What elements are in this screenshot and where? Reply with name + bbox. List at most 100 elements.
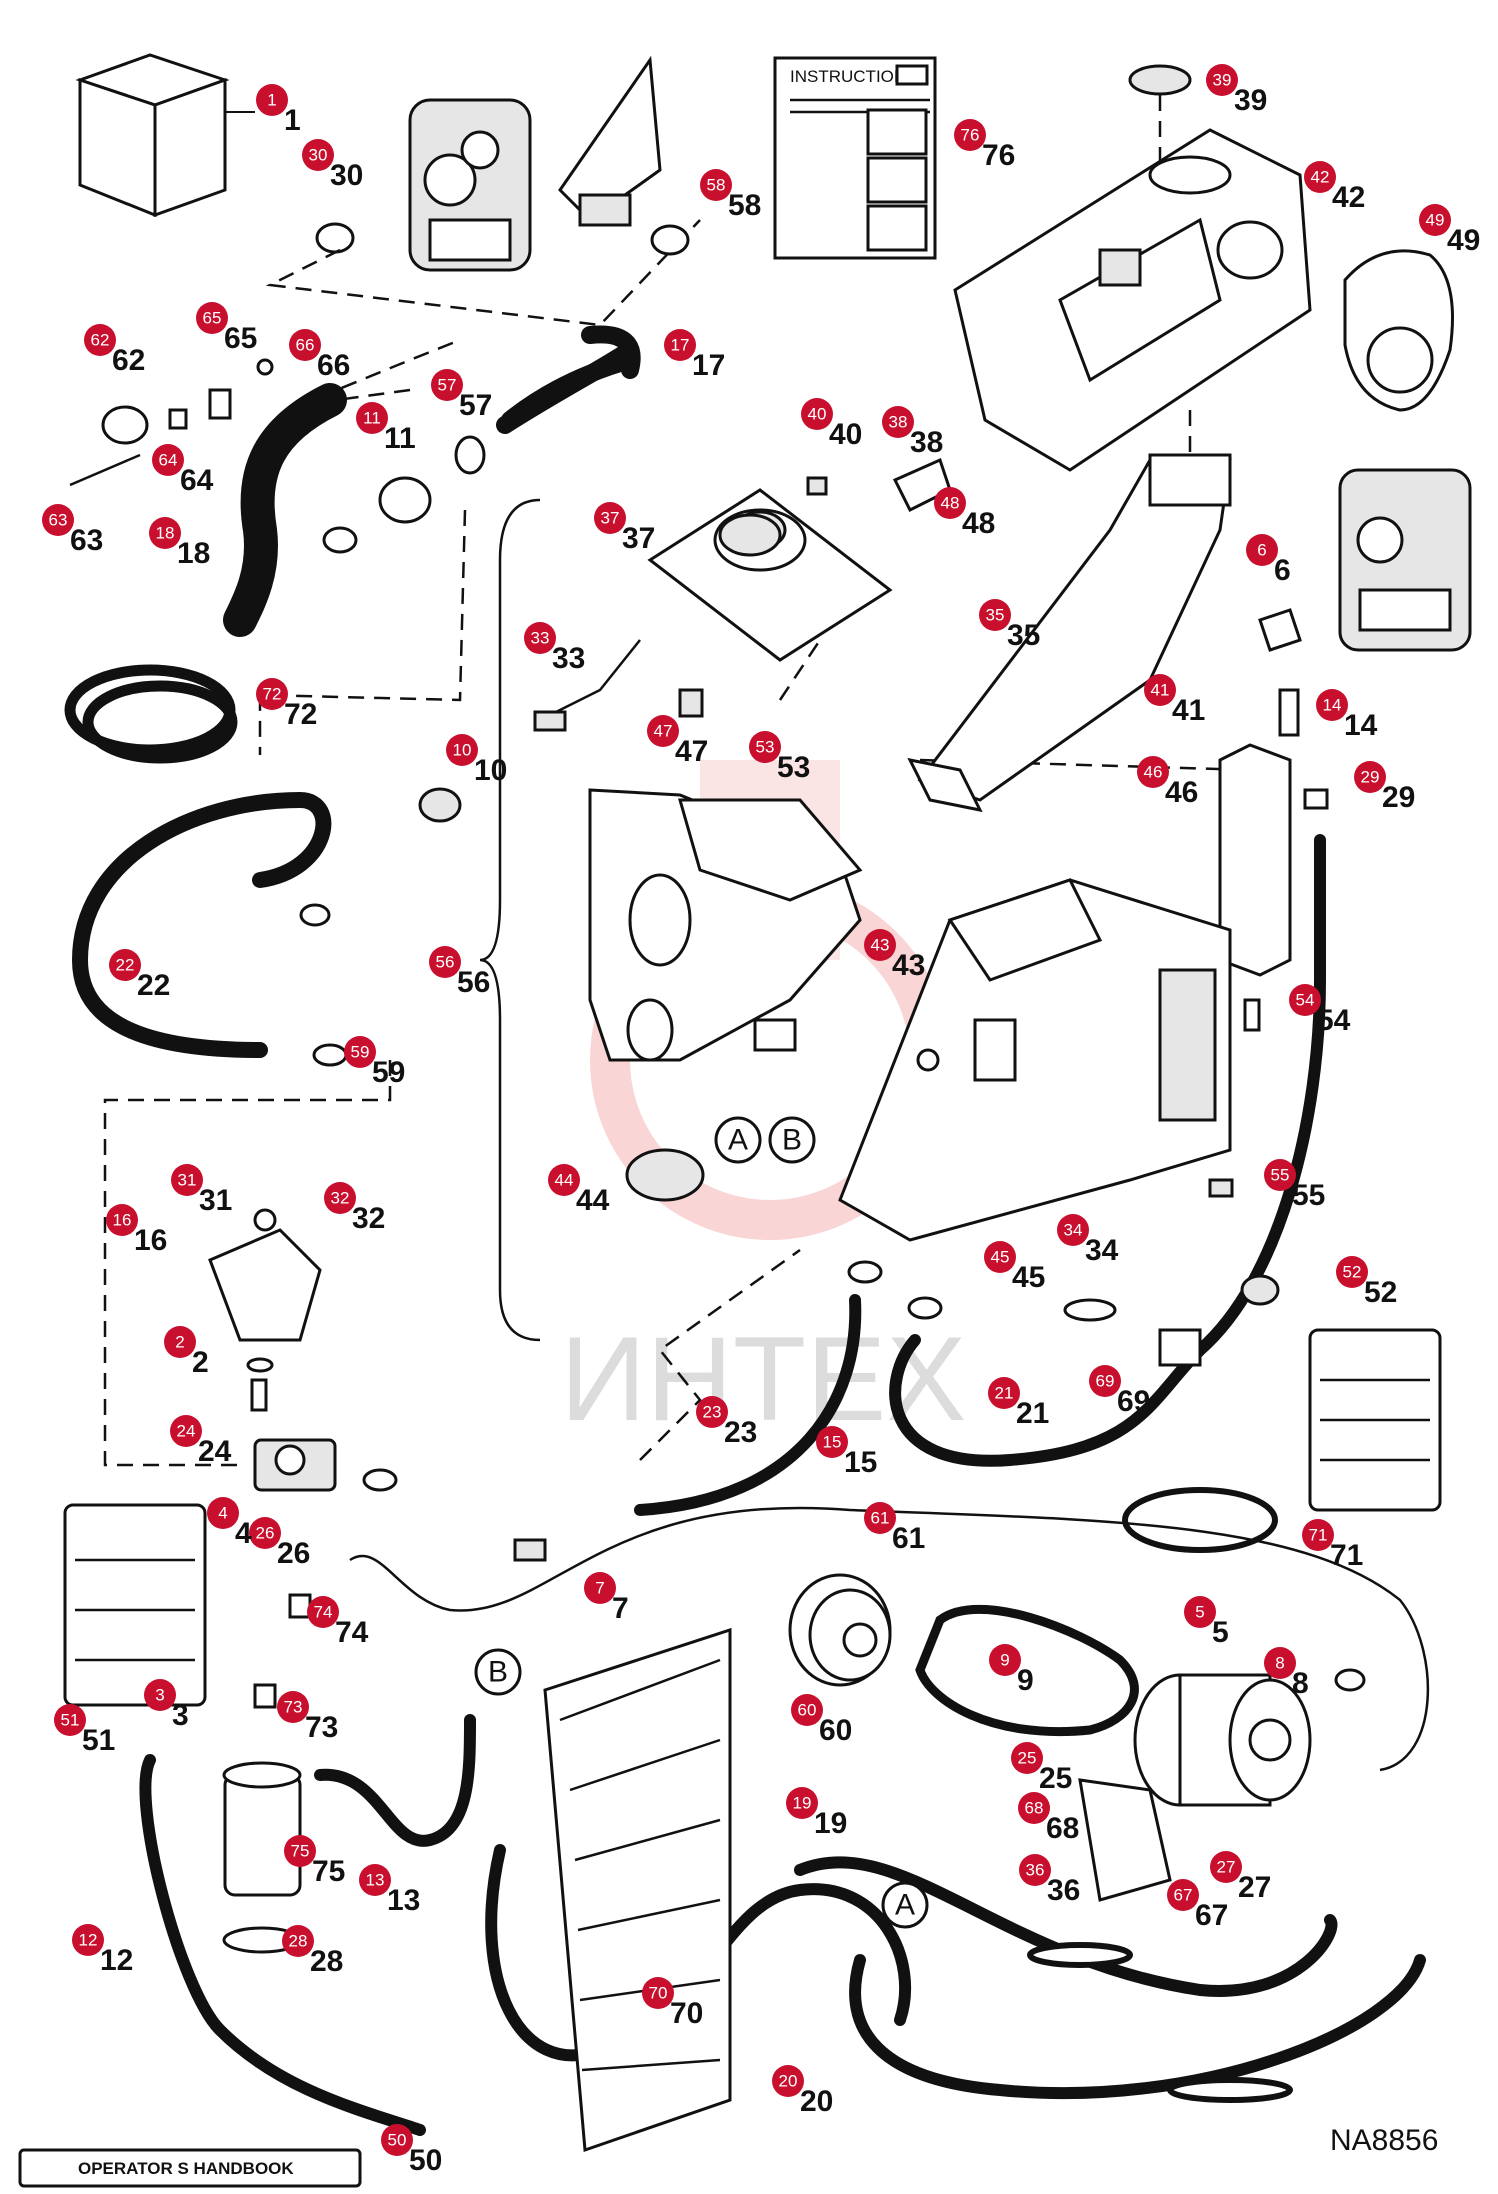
hose-12	[139, 1754, 426, 2136]
callout-badge-number: 69	[1096, 1372, 1115, 1391]
callout-label: 37	[622, 522, 655, 555]
callout-label: 52	[1364, 1276, 1397, 1309]
housing-43	[588, 788, 863, 1062]
valve-47	[678, 688, 704, 718]
callout-badge-number: 64	[159, 451, 178, 470]
hardware-62-66	[69, 358, 274, 487]
callout-badge-number: 36	[1026, 1861, 1045, 1880]
callout-badge-number: 56	[436, 953, 455, 972]
callout-label: 49	[1447, 224, 1480, 257]
callout-label: 63	[70, 524, 103, 557]
callout-badge	[1210, 1851, 1242, 1883]
callout-badge-number: 26	[256, 1524, 275, 1543]
callout-badge	[642, 1977, 674, 2009]
callout-label: 23	[724, 1416, 757, 1449]
belt-9	[915, 1604, 1139, 1736]
connector-a-bottom	[881, 1881, 929, 1929]
callout-badge-number: 2	[175, 1333, 184, 1352]
callout-label: 36	[1047, 1874, 1080, 1907]
callout-badge-number: 68	[1025, 1799, 1044, 1818]
callout-label: 4	[235, 1517, 252, 1550]
callout-badge	[1289, 984, 1321, 1016]
callout-label: 51	[82, 1724, 115, 1757]
callout-label: 18	[177, 537, 210, 570]
callout-4: 44	[207, 1497, 252, 1550]
callout-badge-number: 29	[1361, 768, 1380, 787]
clamp-57a	[454, 435, 486, 475]
callout-label: 74	[335, 1616, 369, 1649]
callout-badge	[302, 139, 334, 171]
instructions-title: INSTRUCTIONS	[790, 67, 918, 86]
callout-label: 66	[317, 349, 350, 382]
callout-badge-number: 14	[1323, 696, 1342, 715]
callout-badge-number: 57	[438, 376, 457, 395]
callout-label: 26	[277, 1537, 310, 1570]
callout-badge	[1264, 1159, 1296, 1191]
bracket-68	[1078, 1778, 1172, 1902]
fitting-6	[1258, 608, 1302, 652]
hose-coil-71	[1122, 1487, 1278, 1553]
callout-badge-number: 22	[116, 956, 135, 975]
callout-badge	[72, 1924, 104, 1956]
callout-badge-number: 15	[823, 1433, 842, 1452]
callout-label: 8	[1292, 1667, 1309, 1700]
callout-badge-number: 8	[1275, 1654, 1284, 1673]
condenser-7	[543, 1627, 732, 2153]
callout-badge	[42, 504, 74, 536]
callout-badge	[431, 369, 463, 401]
compressor-5	[1133, 1673, 1312, 1807]
callout-label: 20	[800, 2085, 833, 2118]
callout-label: 39	[1234, 84, 1267, 117]
callout-badge	[988, 1377, 1020, 1409]
callout-badge-number: 35	[986, 606, 1005, 625]
callout-badge	[256, 678, 288, 710]
sensor-33-plug	[533, 710, 567, 732]
callout-badge-number: 28	[289, 1932, 308, 1951]
strap-34	[1063, 1298, 1117, 1322]
callout-badge-number: 70	[649, 1984, 668, 2003]
callout-badge	[256, 84, 288, 116]
callout-badge	[1419, 204, 1451, 236]
callout-label: 38	[910, 426, 943, 459]
callout-label: 45	[1012, 1261, 1045, 1294]
callout-label: 24	[198, 1435, 232, 1468]
callout-badge-number: 24	[177, 1422, 196, 1441]
callout-badge	[1184, 1596, 1216, 1628]
callout-label: 19	[814, 1807, 847, 1840]
bracket-16	[208, 1208, 322, 1412]
callout-badge	[307, 1596, 339, 1628]
pulley-60	[788, 1573, 892, 1687]
callout-badge-number: 75	[291, 1842, 310, 1861]
callout-label: 50	[409, 2144, 442, 2177]
callout-badge-number: 3	[155, 1686, 164, 1705]
callout-badge-number: 74	[314, 1603, 333, 1622]
callout-label: 46	[1165, 776, 1198, 809]
callout-badge	[700, 169, 732, 201]
callout-badge-number: 43	[871, 936, 890, 955]
callout-badge-number: 33	[531, 629, 550, 648]
callout-badge-number: 49	[1426, 211, 1445, 230]
callout-badge-number: 11	[363, 409, 381, 428]
callout-badge	[429, 946, 461, 978]
callout-badge	[647, 715, 679, 747]
callout-badge	[594, 502, 626, 534]
callout-badge	[1206, 64, 1238, 96]
sleeve-36a	[1027, 1942, 1133, 1968]
callout-badge	[696, 1396, 728, 1428]
